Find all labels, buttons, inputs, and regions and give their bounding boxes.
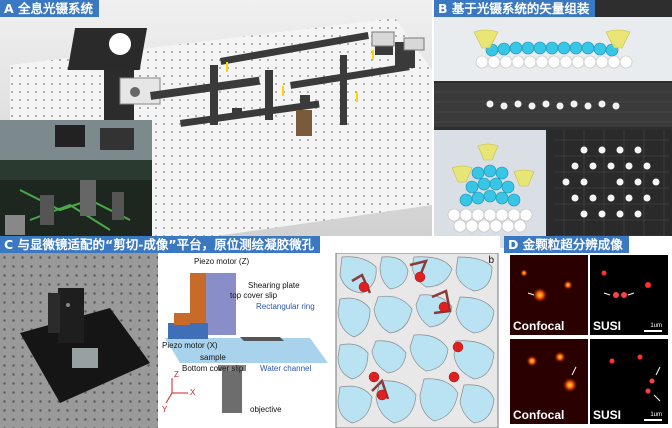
scale-label-bottom: 1um bbox=[650, 412, 662, 418]
panel-d: D 金颗粒超分辨成像 Confocal SUSI 1um bbox=[504, 236, 672, 428]
vector-assembly-figure bbox=[434, 17, 672, 248]
shear-stage-photo bbox=[0, 253, 158, 428]
panel-a-title: A 全息光镊系统 bbox=[0, 0, 100, 17]
axis-x-label: X bbox=[190, 388, 196, 397]
panel-b-title: B 基于光镊系统的矢量组装 bbox=[434, 0, 596, 17]
label-sample: sample bbox=[200, 353, 226, 362]
label-top-cover-slip: top cover slip bbox=[230, 291, 278, 300]
panel-c-title: C 与显微镜适配的“剪切-成像”平台，原位测绘凝胶微孔 bbox=[0, 236, 321, 253]
lab-photo bbox=[0, 120, 152, 248]
label-objective: objective bbox=[250, 405, 282, 414]
label-water-channel: Water channel bbox=[260, 364, 312, 373]
scale-bar-top bbox=[644, 330, 662, 332]
axis-z-label: Z bbox=[174, 370, 179, 379]
panel-d-title: D 金颗粒超分辨成像 bbox=[504, 236, 629, 253]
micro-susi-top: SUSI 1um bbox=[590, 255, 668, 335]
micro-susi-bottom: SUSI 1um bbox=[590, 339, 668, 424]
panel-a: A 全息光镊系统 bbox=[0, 0, 432, 248]
micro-confocal-top: Confocal bbox=[510, 255, 588, 335]
label-piezo-z: Piezo motor (Z) bbox=[194, 257, 250, 266]
shear-imaging-diagram: Piezo motor (Z) Shearing plate top cover… bbox=[160, 253, 332, 428]
micro-label-bl: Confocal bbox=[513, 408, 565, 422]
label-piezo-x: Piezo motor (X) bbox=[162, 341, 218, 350]
axis-y-label: Y bbox=[162, 405, 168, 414]
gel-pore-map: b bbox=[334, 253, 500, 428]
label-bottom-cover-slip: Bottom cover slip bbox=[182, 364, 244, 373]
label-rect-ring: Rectangular ring bbox=[256, 302, 315, 311]
micro-label-tl: Confocal bbox=[513, 319, 565, 333]
gel-panel-letter: b bbox=[488, 255, 494, 266]
scale-bar-bottom bbox=[644, 419, 662, 421]
label-shearing-plate: Shearing plate bbox=[248, 281, 300, 290]
panel-b: B 基于光镊系统的矢量组装 bbox=[434, 0, 672, 248]
micro-label-tr: SUSI bbox=[593, 319, 622, 333]
scale-label-top: 1um bbox=[650, 323, 662, 329]
micro-confocal-bottom: Confocal bbox=[510, 339, 588, 424]
micro-label-br: SUSI bbox=[593, 408, 622, 422]
panel-c: C 与显微镜适配的“剪切-成像”平台，原位测绘凝胶微孔 bbox=[0, 236, 500, 428]
